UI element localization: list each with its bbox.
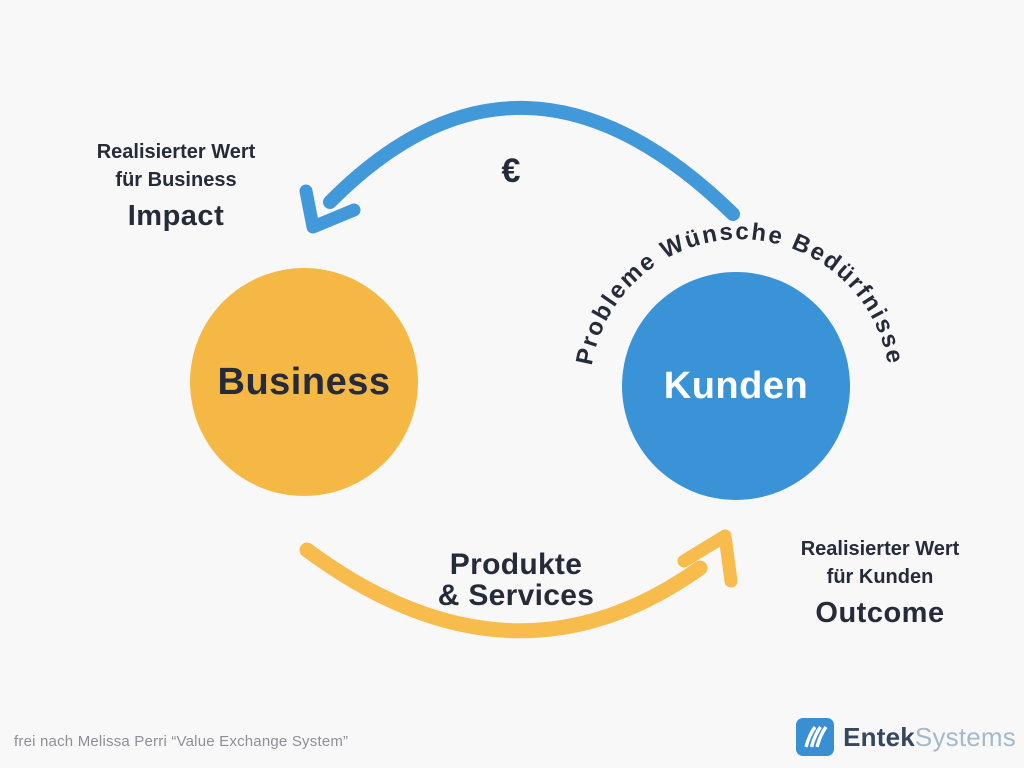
attribution-text: frei nach Melissa Perri “Value Exchange … — [14, 733, 349, 750]
business-value-line2: für Business — [115, 169, 237, 191]
kunden-circle-label: Kunden — [663, 364, 809, 407]
products-flow-arrow-icon — [299, 529, 738, 639]
entek-systems-logo: EntekSystems — [796, 718, 1016, 756]
business-circle-label: Business — [217, 360, 391, 403]
business-circle: Business — [190, 268, 418, 496]
business-value-block: Realisierter Wert für Business Impact — [46, 138, 306, 233]
kunden-circle: Kunden — [622, 272, 850, 500]
logo-brand-primary: Entek — [843, 721, 915, 752]
business-value-line1: Realisierter Wert — [96, 141, 256, 163]
kunden-value-block: Realisierter Wert für Kunden Outcome — [760, 535, 1000, 630]
products-flow-line2: & Services — [437, 579, 595, 612]
entek-logo-wordmark: EntekSystems — [843, 722, 1016, 753]
products-flow-line1: Produkte — [449, 548, 583, 581]
logo-brand-secondary: Systems — [914, 721, 1016, 752]
kunden-value-line2: für Kunden — [826, 566, 934, 588]
kunden-value-highlight: Outcome — [815, 597, 945, 629]
entek-logo-icon — [796, 718, 835, 756]
money-flow-arrow-icon — [299, 100, 740, 234]
kunden-value-line1: Realisierter Wert — [800, 538, 960, 560]
products-flow-label: Produkte & Services — [386, 549, 646, 611]
business-value-highlight: Impact — [127, 200, 225, 232]
euro-symbol: € — [501, 152, 521, 190]
